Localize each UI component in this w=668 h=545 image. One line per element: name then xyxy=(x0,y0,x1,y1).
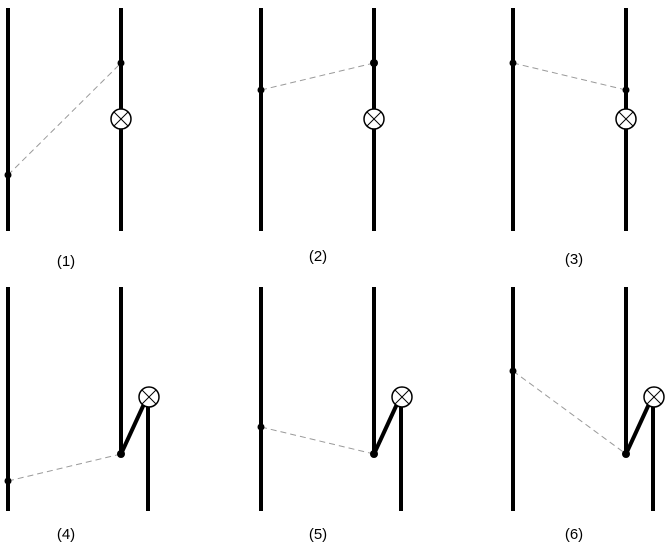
dashed-propagator xyxy=(512,370,627,455)
vertex-dot xyxy=(509,59,517,67)
panel-label: (4) xyxy=(57,526,75,543)
crossed-circle-icon xyxy=(363,108,385,130)
crossed-circle-icon xyxy=(615,108,637,130)
panel-3: (3) xyxy=(509,8,637,268)
diagonal-line xyxy=(624,403,651,455)
crossed-circle-icon xyxy=(138,386,160,408)
panel-label: (1) xyxy=(57,253,75,270)
crossed-circle-icon xyxy=(391,386,413,408)
panel-label: (3) xyxy=(565,251,583,268)
vertex-dot xyxy=(4,171,12,179)
dashed-propagator xyxy=(7,62,122,176)
vertex-dot xyxy=(257,423,265,431)
panel-label: (2) xyxy=(309,248,327,265)
panel-label: (6) xyxy=(565,526,583,543)
vertex-dot xyxy=(4,477,12,485)
diagonal-line xyxy=(372,403,399,455)
panel-5: (5) xyxy=(257,287,413,543)
vertex-dot xyxy=(622,450,630,458)
vertex-dot xyxy=(622,86,630,94)
dashed-propagator xyxy=(7,453,122,482)
vertex-dot xyxy=(117,59,125,67)
dashed-propagator xyxy=(260,426,375,455)
dashed-propagator xyxy=(260,62,375,91)
panel-2: (2) xyxy=(257,8,385,265)
vertex-dot xyxy=(117,450,125,458)
panel-1: (1) xyxy=(4,8,132,270)
panel-4: (4) xyxy=(4,287,160,543)
vertex-dot xyxy=(509,367,517,375)
dashed-propagator xyxy=(512,62,627,91)
crossed-circle-icon xyxy=(643,386,665,408)
panel-6: (6) xyxy=(509,287,665,543)
vertex-dot xyxy=(370,59,378,67)
panel-label: (5) xyxy=(309,526,327,543)
vertex-dot xyxy=(257,86,265,94)
crossed-circle-icon xyxy=(110,108,132,130)
diagonal-line xyxy=(119,403,146,455)
vertex-dot xyxy=(370,450,378,458)
